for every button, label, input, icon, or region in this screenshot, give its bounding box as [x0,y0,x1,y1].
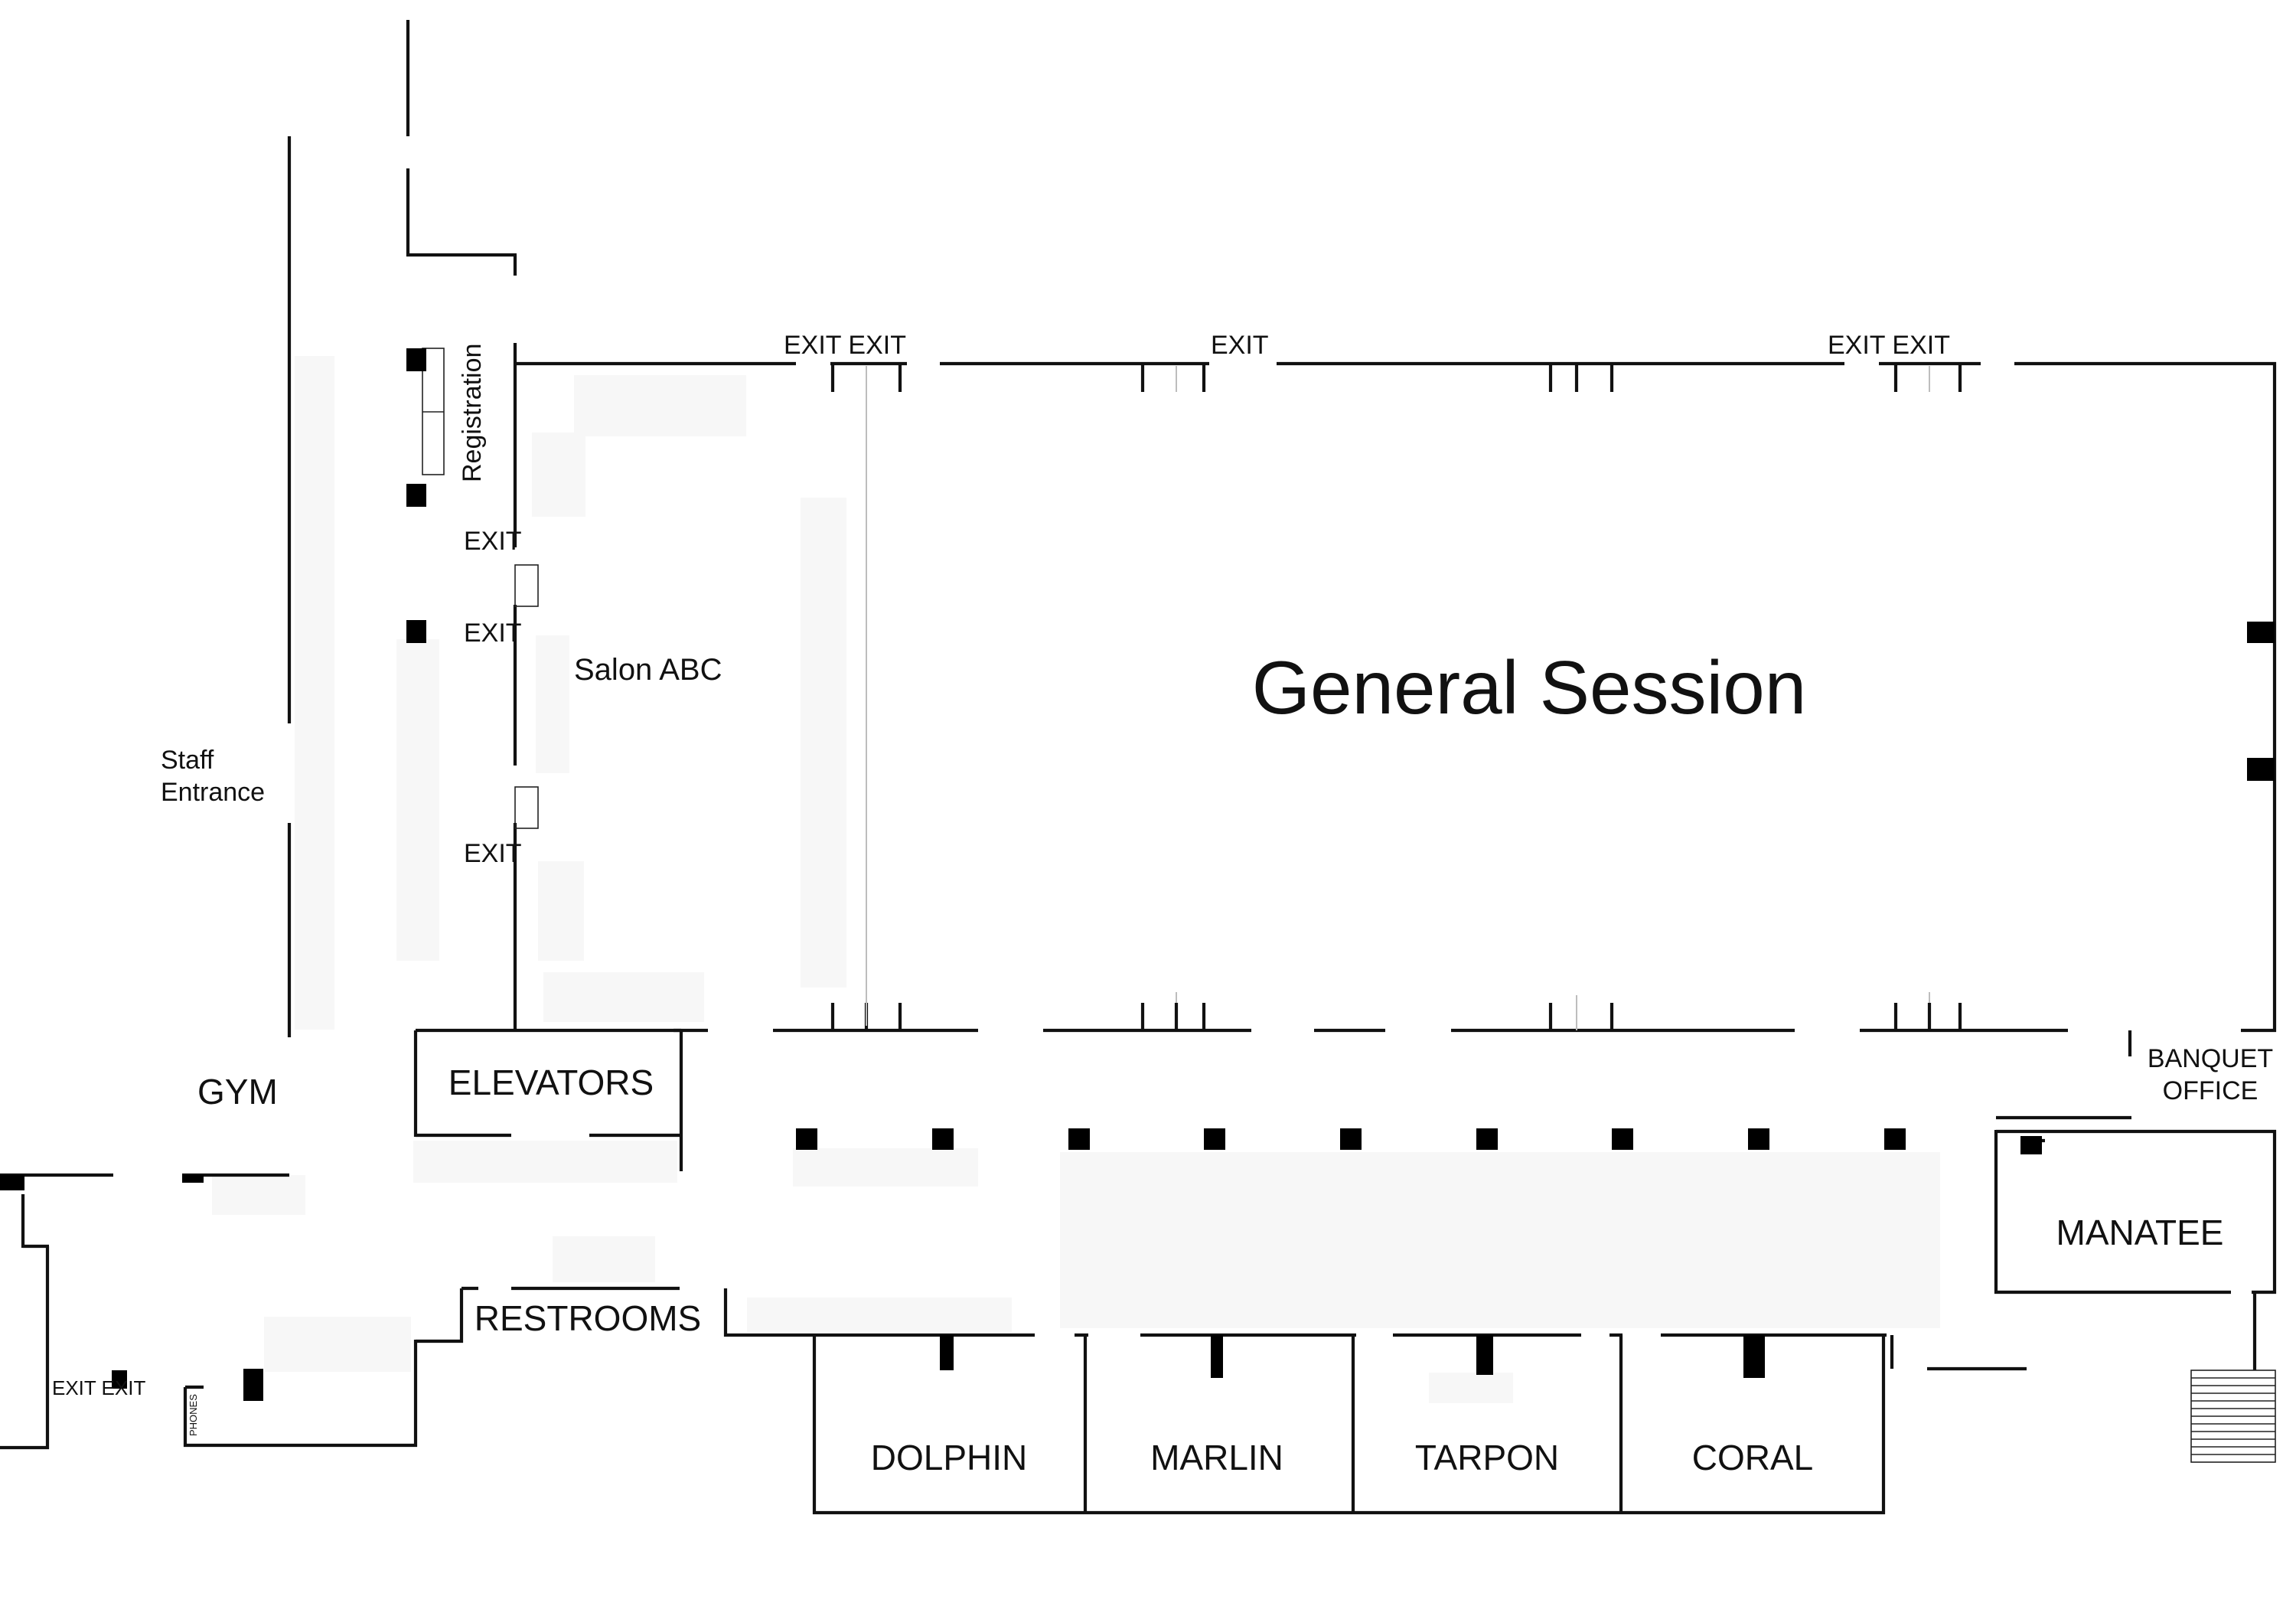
door-west-lower [514,786,539,829]
restrooms-label: RESTROOMS [475,1298,701,1338]
elevators-label: ELEVATORS [448,1063,654,1102]
marlin-label: MARLIN [1150,1438,1283,1477]
stairs-icon [2190,1370,2276,1463]
staff-entrance-label: Staff [161,746,214,775]
manatee-label: MANATEE [2056,1213,2224,1252]
door-west-upper [514,564,539,607]
walls [0,20,2277,1515]
registration-label: Registration [458,344,487,482]
gym-label: GYM [197,1072,278,1112]
phones-label: PHONES [188,1394,199,1436]
area-shading [212,356,1940,1403]
coral-label: CORAL [1692,1438,1813,1477]
exit-sign-top-center: EXIT [1211,331,1269,360]
tarpon-label: TARPON [1415,1438,1559,1477]
registration-desk [422,348,445,475]
exit-sign-top-left: EXIT EXIT [784,331,906,360]
banquet-office-label-line2: OFFICE [2163,1076,2258,1105]
staff-entrance-label-line2: Entrance [161,778,265,807]
exit-sign-west-middle: EXIT [464,619,522,648]
salon-abc-label: Salon ABC [574,653,722,687]
general-session-label: General Session [1252,645,1807,730]
exit-sign-southwest: EXIT EXIT [52,1376,145,1399]
pillars [0,348,2275,1401]
exit-sign-west-lower: EXIT [464,839,522,868]
dolphin-label: DOLPHIN [871,1438,1027,1477]
exit-sign-west-upper: EXIT [464,527,522,556]
banquet-office-label: BANQUET [2148,1044,2273,1073]
partition-lines [866,366,1930,1030]
exit-sign-top-right: EXIT EXIT [1828,331,1950,360]
